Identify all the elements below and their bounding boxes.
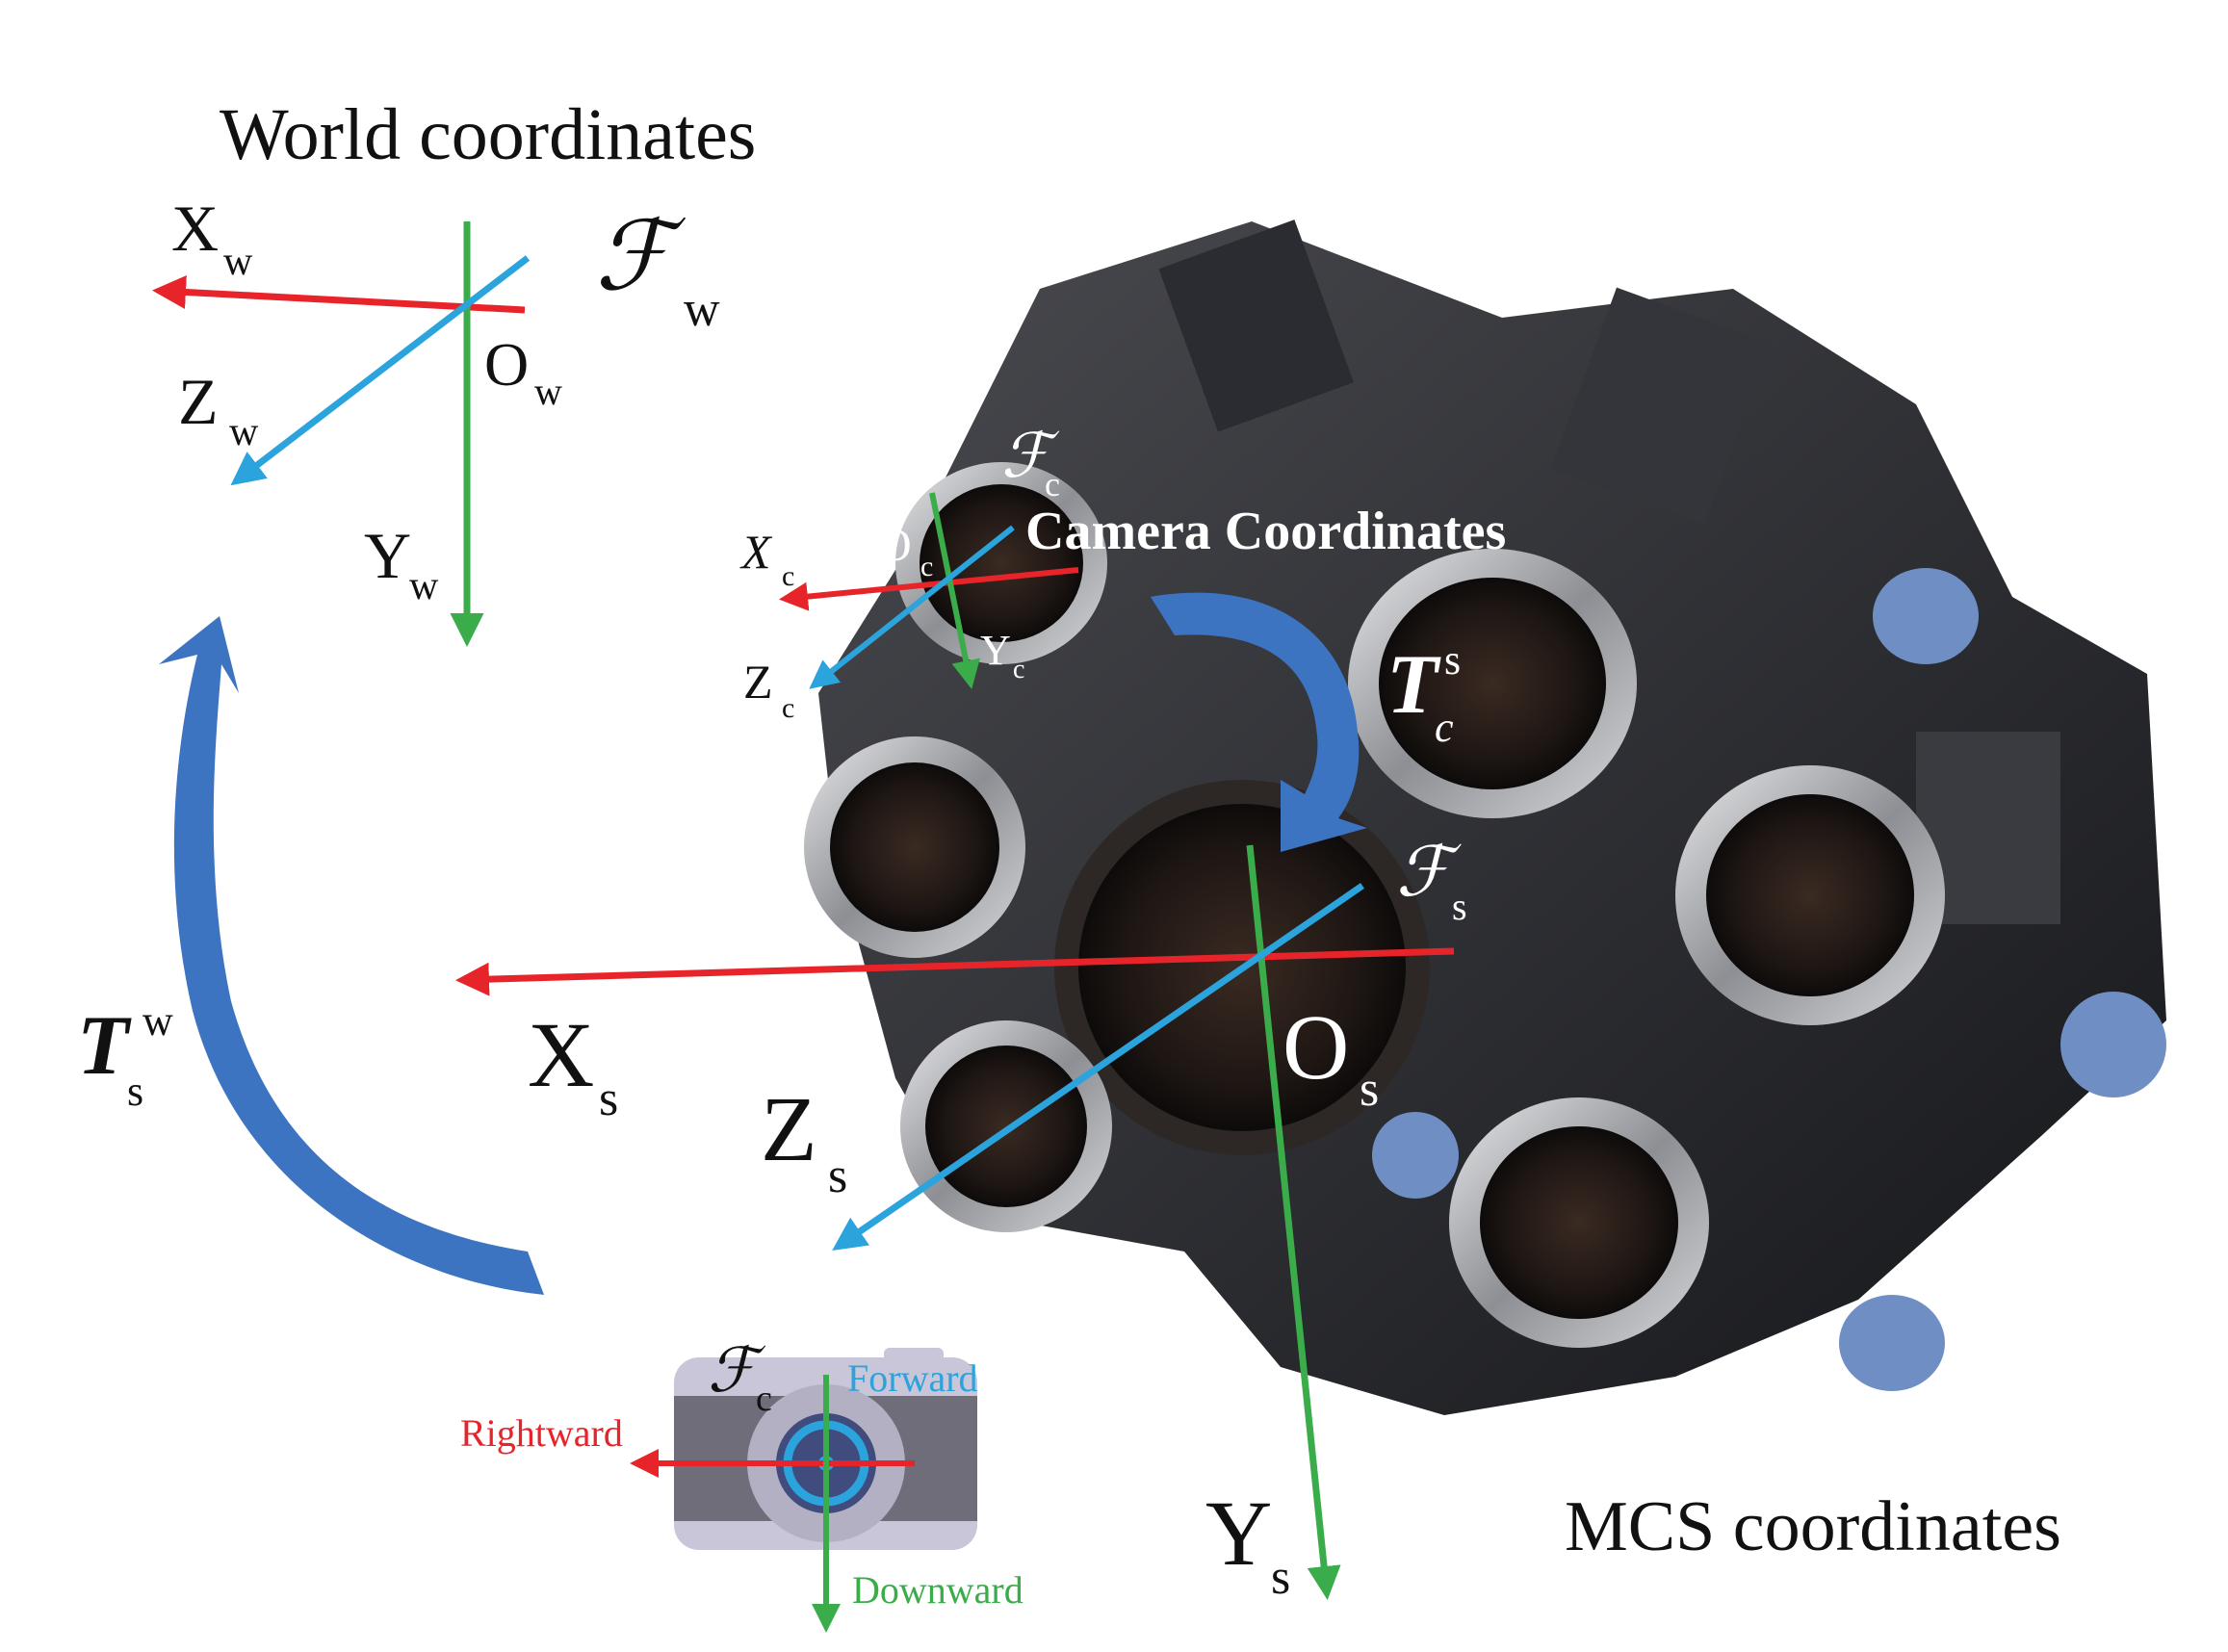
mcs-y-axis <box>1246 844 1341 1600</box>
rig-blue-cap <box>1839 1295 1945 1391</box>
camera-y-sub: c <box>1013 655 1024 684</box>
camera-icon-downward-label: Downward <box>852 1568 1023 1612</box>
mcs-z-label: Z <box>761 1077 817 1180</box>
rig-lens <box>1449 1097 1709 1348</box>
camera-frame-sub: c <box>1045 465 1060 503</box>
world-axes <box>152 221 531 647</box>
world-title: World coordinates <box>220 94 756 175</box>
mcs-x-sub: s <box>599 1071 618 1126</box>
camera-rig-illustration <box>804 219 2166 1415</box>
world-origin-label: O <box>484 330 529 399</box>
camera-icon-forward-label: Forward <box>847 1356 978 1400</box>
rig-lens <box>900 1020 1112 1232</box>
camera-z-label: Z <box>743 655 773 709</box>
camera-x-sub: c <box>782 560 794 592</box>
transform-arrow-world <box>159 616 544 1295</box>
world-y-sub: w <box>409 564 439 608</box>
rig-lens <box>1348 549 1637 818</box>
camera-z-axis <box>809 525 1015 689</box>
transform-arrow-camera <box>1151 592 1367 852</box>
camera-origin-label: O <box>878 520 912 571</box>
camera-axes <box>779 492 1079 689</box>
rig-camera-body <box>1550 287 1771 525</box>
transform-sw-main: T <box>77 999 132 1093</box>
world-origin-sub: w <box>534 370 562 413</box>
world-z-axis <box>230 255 531 486</box>
transform-sw-sup: w <box>142 997 173 1045</box>
world-z-sub: w <box>229 410 259 454</box>
mcs-title: MCS coordinates <box>1565 1487 2061 1566</box>
world-frame-label: ℱ <box>595 203 687 310</box>
transform-cs-sub: c <box>1435 704 1454 751</box>
camera-origin-sub: c <box>920 551 933 582</box>
mcs-z-axis <box>832 883 1364 1251</box>
transform-cs-sup: s <box>1444 636 1461 684</box>
world-x-label: X <box>171 192 219 265</box>
camera-y-label: Y <box>980 627 1011 674</box>
camera-icon-frame-sub: c <box>756 1379 772 1419</box>
mcs-x-axis <box>455 947 1455 996</box>
mcs-frame-sub: s <box>1452 885 1467 928</box>
rig-blue-cap <box>2060 992 2166 1097</box>
mcs-x-label: X <box>528 1003 594 1106</box>
transform-sw-sub: s <box>127 1068 143 1115</box>
rig-lens <box>804 736 1025 958</box>
mcs-origin-sub: s <box>1360 1062 1379 1117</box>
camera-x-axis <box>779 567 1079 611</box>
mcs-y-sub: s <box>1271 1550 1290 1605</box>
world-x-sub: w <box>223 240 253 284</box>
camera-icon-rightward-label: Rightward <box>460 1411 623 1455</box>
rig-blue-cap <box>1372 1112 1459 1199</box>
transform-cs-main: T <box>1386 638 1441 732</box>
rig-lens <box>1675 765 1945 1025</box>
world-frame-sub: w <box>684 282 720 337</box>
camera-icon <box>630 1348 977 1633</box>
camera-title: Camera Coordinates <box>1025 502 1506 561</box>
world-z-label: Z <box>178 365 219 438</box>
mcs-origin-label: O <box>1282 995 1349 1098</box>
camera-x-label: X <box>739 525 773 579</box>
rig-lens <box>895 462 1107 664</box>
rig-camera-body <box>1158 219 1354 432</box>
camera-y-axis <box>929 492 980 689</box>
rig-blue-cap <box>1873 568 1979 664</box>
mcs-y-label: Y <box>1205 1482 1272 1585</box>
mcs-axes <box>455 844 1455 1600</box>
mcs-z-sub: s <box>828 1149 847 1203</box>
world-y-label: Y <box>364 519 411 592</box>
camera-z-sub: c <box>782 692 794 724</box>
